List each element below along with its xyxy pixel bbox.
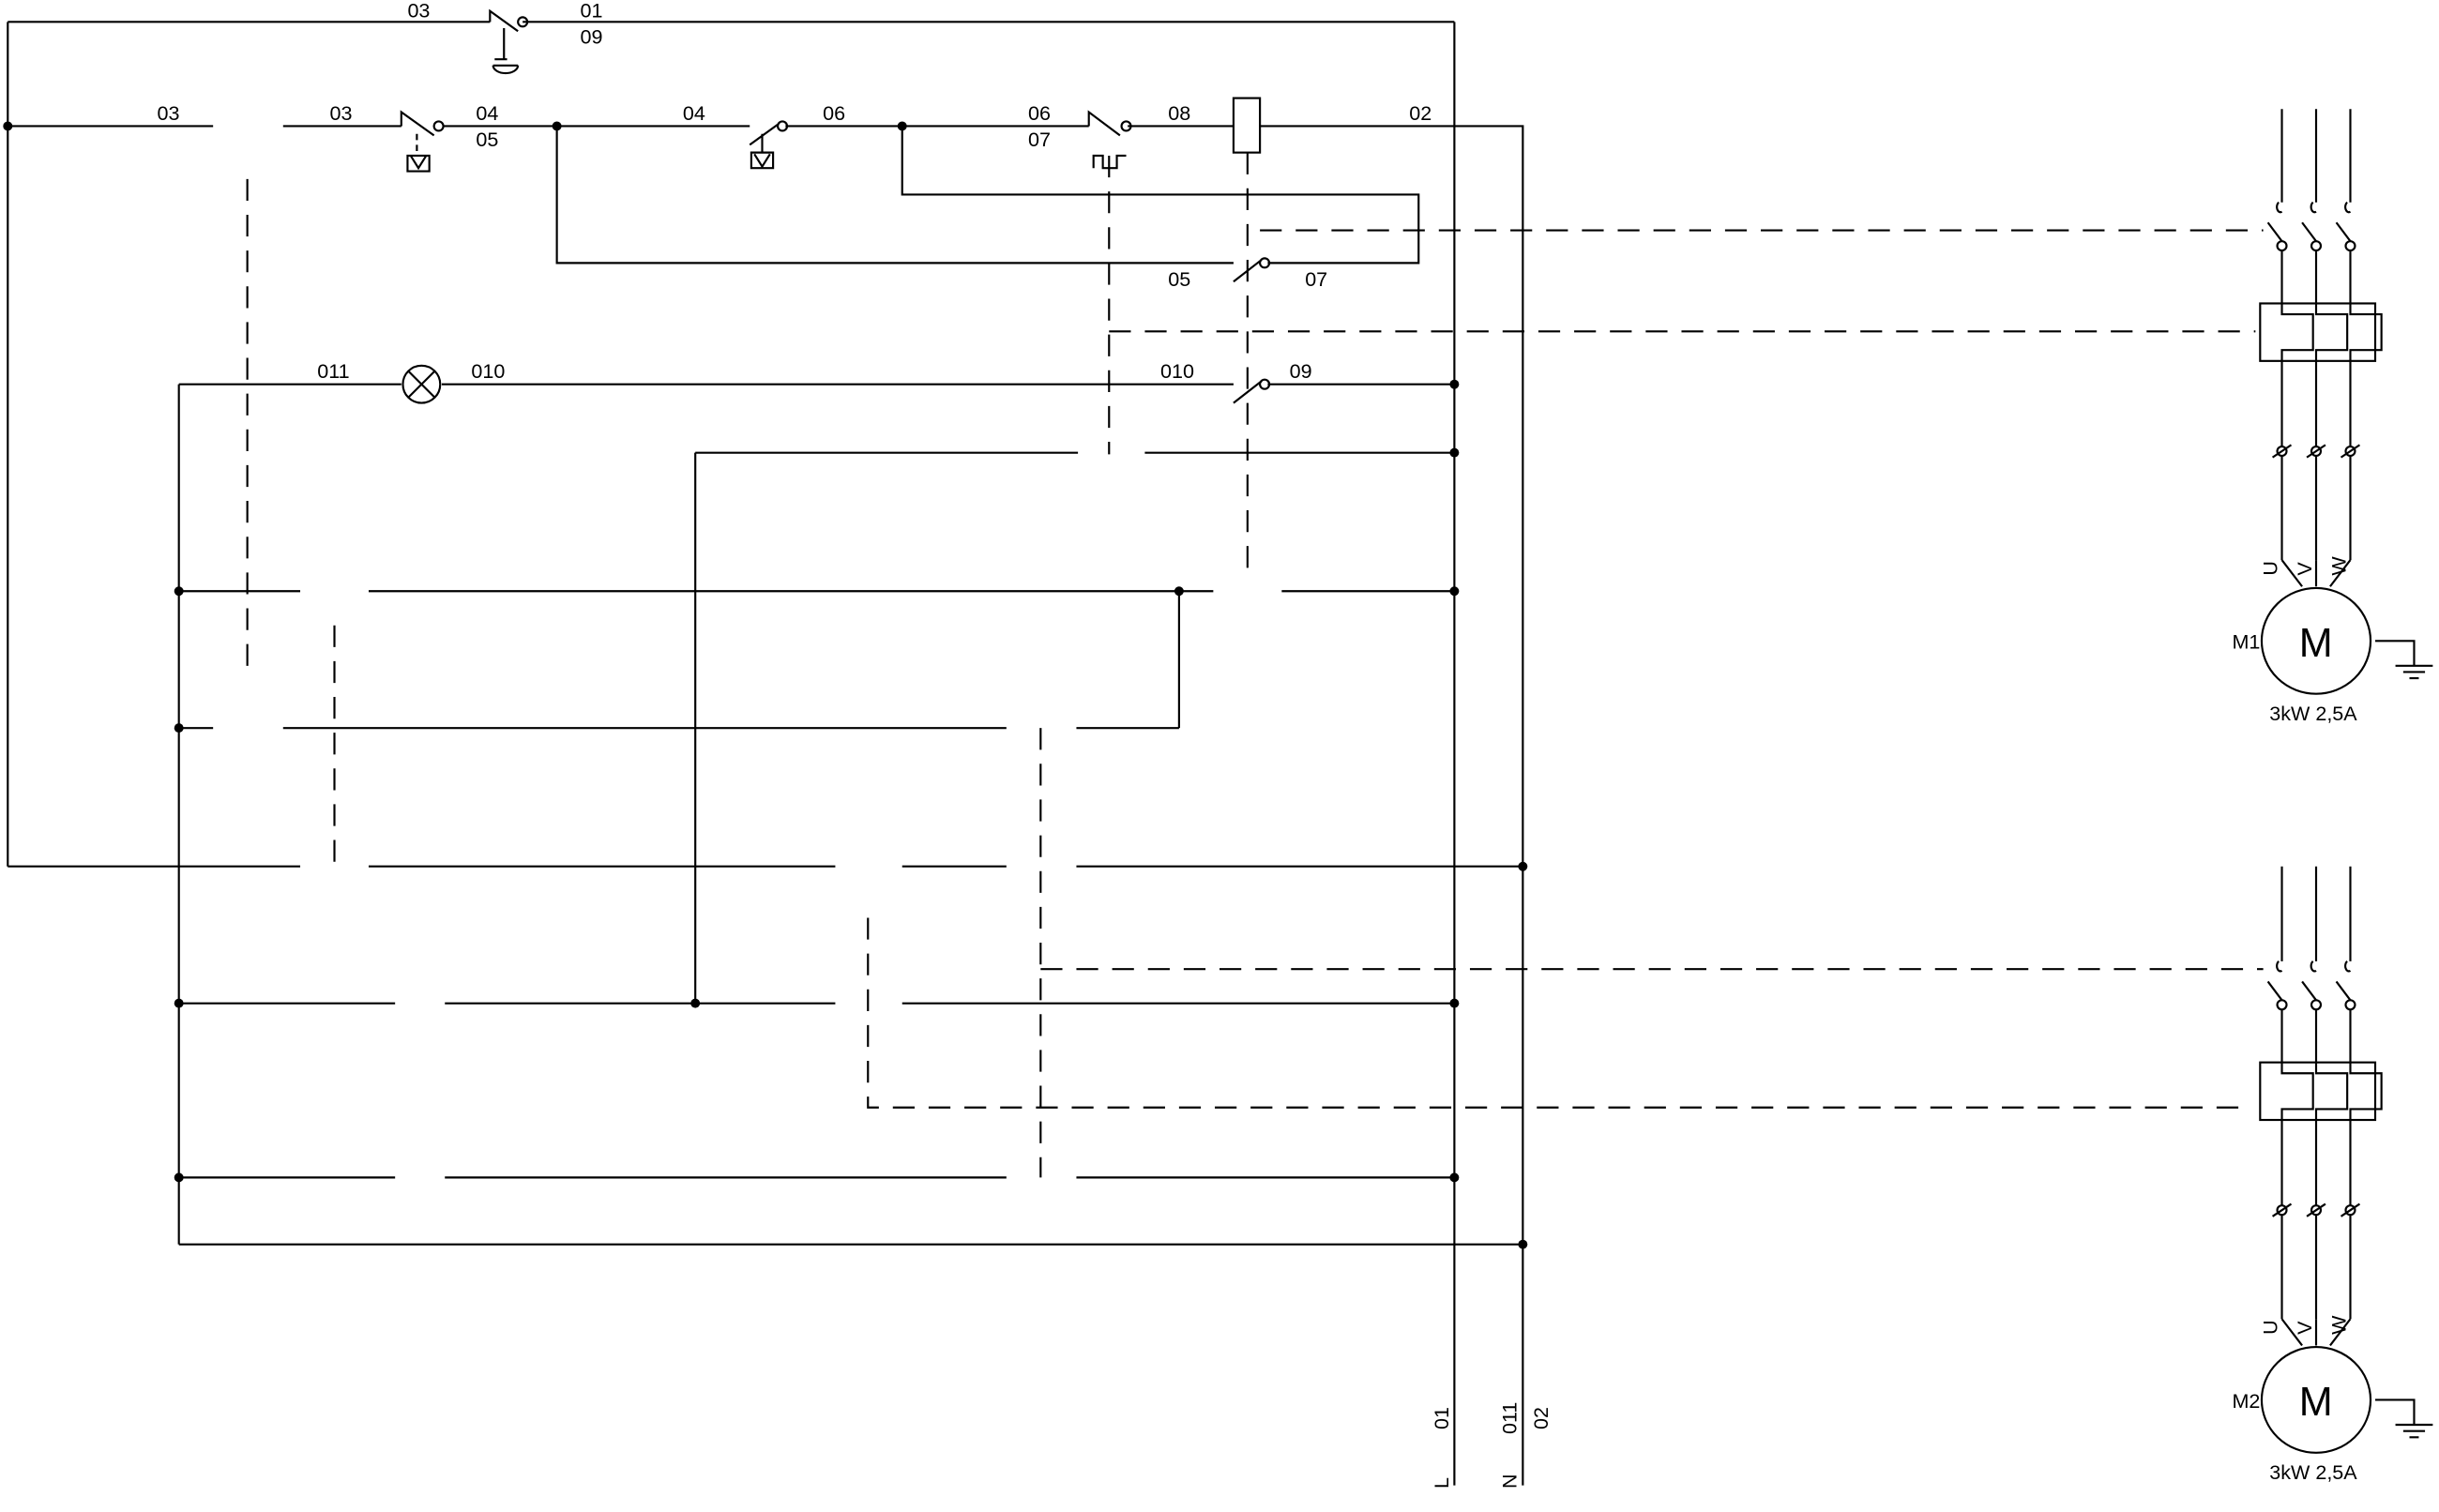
label: 05 (1168, 267, 1190, 291)
label: 07 (1028, 128, 1051, 151)
mechanical-links (246, 152, 2264, 1178)
label: 04 (683, 101, 705, 125)
phase-label: W (2327, 556, 2351, 576)
label: 011 (1498, 1402, 1522, 1434)
label: 01 (1430, 1407, 1453, 1429)
motor-rating: 3kW 2,5A (2269, 702, 2357, 725)
overload-contact (1087, 110, 1132, 170)
auxiliary-contacts (1233, 257, 1271, 404)
motor-letter: M (2299, 1380, 2333, 1425)
bus-label-n: N (1498, 1474, 1522, 1489)
motor-symbol (2260, 586, 2372, 695)
label: 03 (330, 101, 353, 125)
control-wires (7, 21, 1524, 1486)
phase-label: U (2259, 561, 2282, 576)
label: 06 (823, 101, 845, 125)
start-pushbutton (749, 120, 789, 170)
motor-name: M2 (2232, 1389, 2260, 1413)
label: 010 (1160, 359, 1194, 383)
motor-letter: M (2299, 621, 2333, 666)
label: 010 (471, 359, 505, 383)
label: 02 (1529, 1407, 1553, 1429)
bus-label-l: L (1430, 1477, 1453, 1489)
phase-label: V (2293, 1321, 2316, 1335)
wire-labels: 03 01 09 03 03 04 05 04 06 06 07 08 02 0… (157, 0, 1552, 1489)
label: 06 (1028, 101, 1051, 125)
label: 01 (580, 0, 602, 22)
label: 011 (317, 359, 349, 383)
emergency-stop-switch (489, 8, 529, 75)
label: 03 (157, 101, 179, 125)
phase-label: V (2293, 562, 2316, 576)
label: 04 (476, 101, 498, 125)
motor-rating: 3kW 2,5A (2269, 1460, 2357, 1484)
phase-label: U (2259, 1320, 2282, 1335)
indicator-lamp (401, 364, 442, 404)
junction-dots (3, 121, 1528, 1249)
label: 03 (407, 0, 430, 22)
label: 07 (1305, 267, 1327, 291)
contactor-coil (1232, 97, 1262, 154)
phase-label: W (2327, 1315, 2351, 1335)
stop-pushbutton (400, 110, 445, 173)
motor-symbol (2260, 1346, 2372, 1454)
motor-name: M1 (2232, 630, 2260, 654)
label: 09 (1290, 359, 1312, 383)
label: 02 (1409, 101, 1432, 125)
label: 09 (580, 25, 602, 49)
label: 08 (1168, 101, 1190, 125)
label: 05 (476, 128, 498, 151)
